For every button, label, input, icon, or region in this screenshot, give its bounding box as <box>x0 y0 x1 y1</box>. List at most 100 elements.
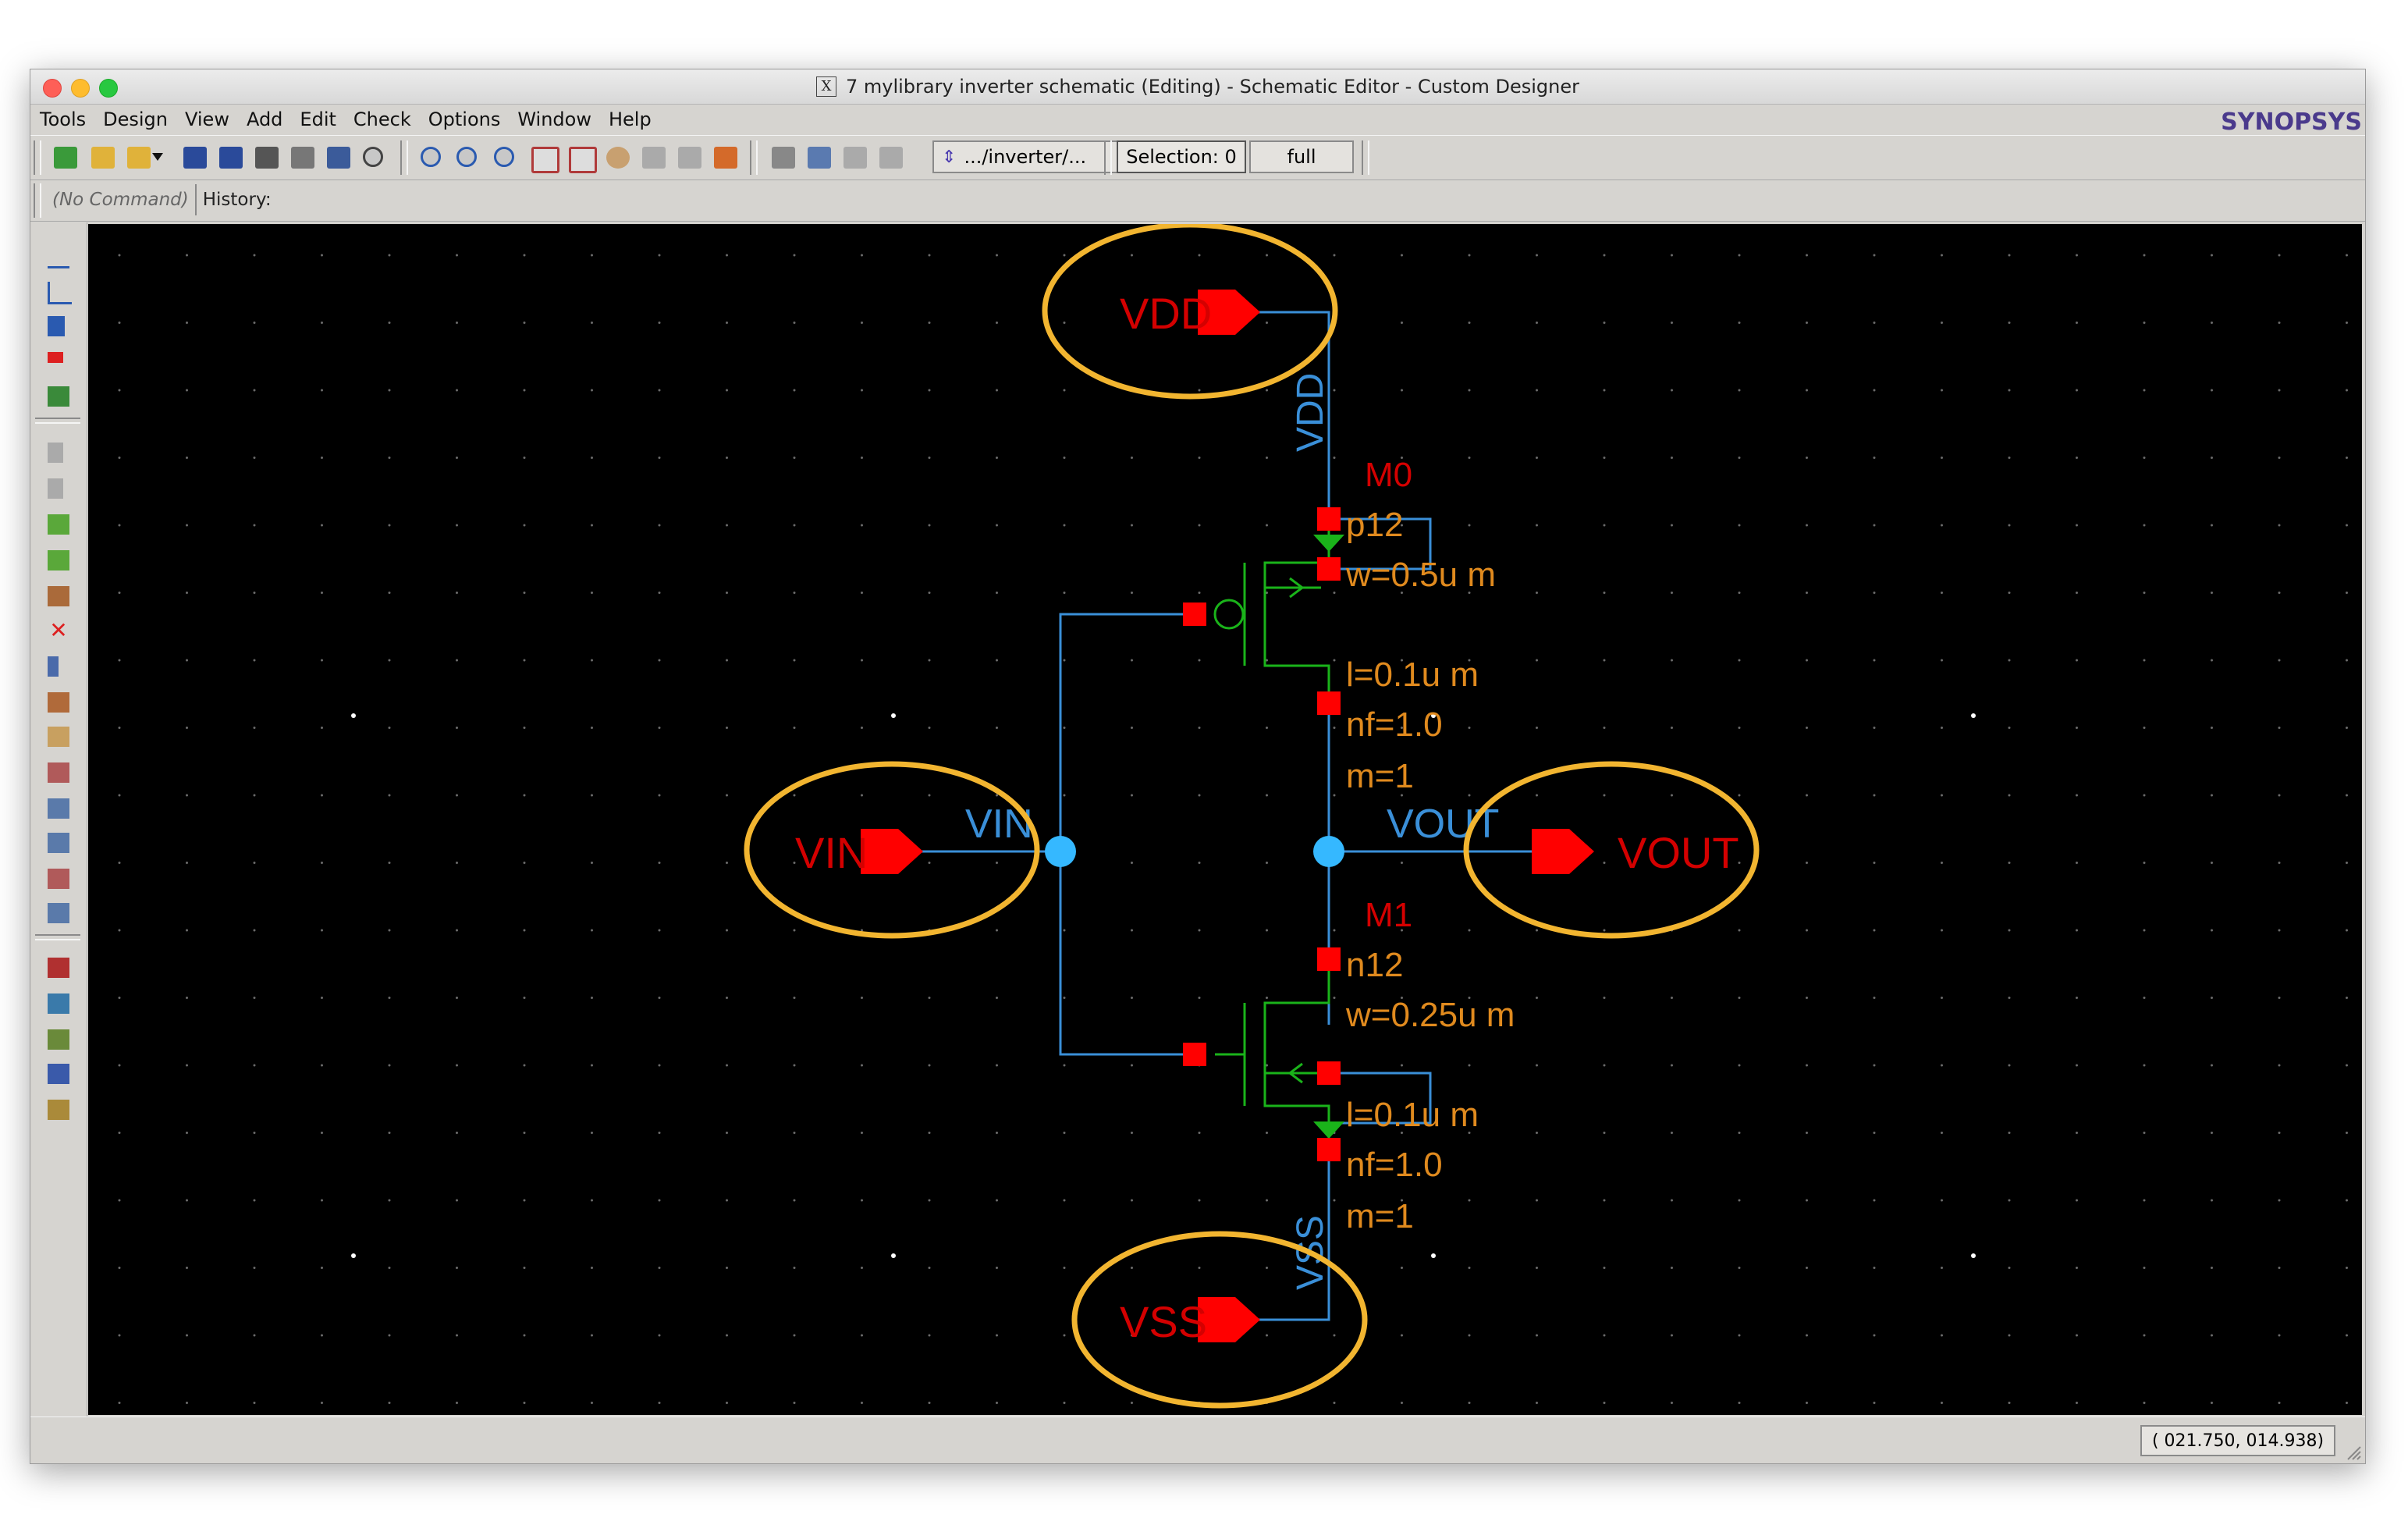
flag-icon[interactable] <box>48 869 69 889</box>
check-save-icon[interactable] <box>48 993 69 1014</box>
window-title: 7 mylibrary inverter schematic (Editing)… <box>845 76 1580 98</box>
m0-source-terminal[interactable] <box>1317 691 1341 715</box>
camera-icon[interactable] <box>291 147 314 169</box>
grid-table-icon[interactable] <box>327 147 350 169</box>
hierarchy-up-icon[interactable] <box>772 147 795 169</box>
new-design-icon[interactable] <box>54 147 77 169</box>
vin-junction[interactable] <box>1045 836 1076 867</box>
add-property-icon[interactable] <box>48 514 69 535</box>
vout-pin-icon[interactable] <box>1532 829 1594 874</box>
m0-bulk-terminal[interactable] <box>1317 557 1341 581</box>
delete-icon[interactable]: ✕ <box>49 617 68 643</box>
toolbar-separator <box>400 140 408 175</box>
toolbar-separator <box>1104 140 1112 175</box>
wire-vin-gates[interactable] <box>1059 613 1195 1056</box>
m0-drain-terminal[interactable] <box>1317 507 1341 531</box>
add-pin-icon[interactable] <box>48 352 63 363</box>
hierarchy-path-button[interactable]: ⇕ .../inverter/... <box>932 140 1120 173</box>
open-recent-icon[interactable] <box>127 147 151 169</box>
add-bus-icon[interactable] <box>48 282 72 304</box>
cursor-coordinates: ( 021.750, 014.938) <box>2140 1425 2335 1456</box>
align-icon[interactable] <box>48 903 69 923</box>
save-all-icon[interactable] <box>219 147 243 169</box>
vin-pin-label: VIN <box>795 828 868 877</box>
grid-dots-icon[interactable] <box>48 958 69 978</box>
zoom-out-icon[interactable] <box>494 147 514 167</box>
zoom-icon[interactable] <box>421 147 441 167</box>
minimize-window-button[interactable] <box>71 79 90 98</box>
m1-drain-terminal[interactable] <box>1317 947 1341 971</box>
ascend-icon[interactable] <box>844 147 867 169</box>
m1-model-name: n12 <box>1346 946 1403 984</box>
add-net-label-icon[interactable] <box>48 316 65 336</box>
zoom-fit-icon[interactable] <box>531 147 559 173</box>
wire-vss[interactable] <box>1257 1150 1330 1321</box>
grid-major-point <box>891 713 896 718</box>
menu-check[interactable]: Check <box>353 108 411 130</box>
pan-hand-icon[interactable] <box>606 147 630 169</box>
vout-junction[interactable] <box>1313 836 1344 867</box>
copy-object-icon[interactable] <box>48 586 69 606</box>
copy-icon[interactable] <box>48 692 69 713</box>
return-top-icon[interactable] <box>879 147 903 169</box>
rotate-icon[interactable] <box>48 762 69 783</box>
zoom-in-icon[interactable] <box>456 147 477 167</box>
simulate-icon[interactable] <box>48 1064 69 1084</box>
chevron-down-icon[interactable] <box>152 153 163 161</box>
next-view-icon[interactable] <box>678 147 701 169</box>
resize-grip-icon[interactable] <box>2345 1444 2362 1461</box>
save-icon[interactable] <box>183 147 207 169</box>
m1-gate-terminal[interactable] <box>1183 1043 1206 1066</box>
full-view-button[interactable]: full <box>1249 140 1354 173</box>
menu-window[interactable]: Window <box>517 108 591 130</box>
wire-m1-bulk[interactable] <box>1329 1072 1432 1125</box>
menu-design[interactable]: Design <box>103 108 168 130</box>
wire-vdd[interactable] <box>1257 311 1330 519</box>
vdd-pin-label: VDD <box>1120 289 1212 338</box>
previous-view-icon[interactable] <box>642 147 666 169</box>
m0-gate-terminal[interactable] <box>1183 602 1206 626</box>
menu-view[interactable]: View <box>185 108 229 130</box>
vdd-highlight <box>1042 224 1338 400</box>
redo-icon[interactable] <box>48 478 63 499</box>
vout-highlight <box>1463 761 1760 939</box>
vss-pin-icon[interactable] <box>1198 1297 1260 1342</box>
vdd-pin-icon[interactable] <box>1198 290 1260 335</box>
mirror-horizontal-icon[interactable] <box>48 798 69 819</box>
vout-pin-label: VOUT <box>1618 828 1739 877</box>
edit-brush-icon[interactable] <box>48 656 59 677</box>
close-window-button[interactable] <box>43 79 62 98</box>
descend-icon[interactable] <box>808 147 831 169</box>
schematic-canvas[interactable]: VDD VIN VOUT VSS VIN VOUT VDD VSS M0 p12… <box>88 224 2362 1415</box>
nmos-m1-symbol[interactable] <box>1215 959 1330 1150</box>
vin-pin-icon[interactable] <box>861 829 923 874</box>
m1-source-terminal[interactable] <box>1317 1138 1341 1161</box>
undo-icon[interactable] <box>48 443 63 463</box>
m1-bulk-terminal[interactable] <box>1317 1061 1341 1085</box>
add-instance-icon[interactable] <box>48 386 69 407</box>
history-label[interactable]: History: <box>202 190 272 210</box>
add-symbol-icon[interactable] <box>48 550 69 571</box>
add-wire-icon[interactable] <box>48 246 69 268</box>
inspect-zoom-icon[interactable] <box>48 1100 69 1120</box>
x11-app-icon: X <box>815 76 836 97</box>
bookmark-icon[interactable] <box>714 147 737 169</box>
zoom-area-icon[interactable] <box>569 147 597 173</box>
menu-tools[interactable]: Tools <box>40 108 87 130</box>
print-icon[interactable] <box>255 147 279 169</box>
mirror-vertical-icon[interactable] <box>48 833 69 853</box>
pmos-m0-symbol[interactable] <box>1213 519 1330 703</box>
command-bar-grip <box>34 183 41 218</box>
wire-m0-bulk[interactable] <box>1329 517 1432 571</box>
grid-background <box>88 224 2362 1415</box>
menu-help[interactable]: Help <box>608 108 652 130</box>
paste-icon[interactable] <box>48 727 69 747</box>
maximize-window-button[interactable] <box>99 79 118 98</box>
search-icon[interactable] <box>363 147 383 167</box>
menu-options[interactable]: Options <box>428 108 501 130</box>
menu-edit[interactable]: Edit <box>300 108 336 130</box>
open-folder-icon[interactable] <box>91 147 115 169</box>
menu-add[interactable]: Add <box>246 108 283 130</box>
selection-count-box: Selection: 0 <box>1117 140 1246 173</box>
probe-icon[interactable] <box>48 1029 69 1050</box>
